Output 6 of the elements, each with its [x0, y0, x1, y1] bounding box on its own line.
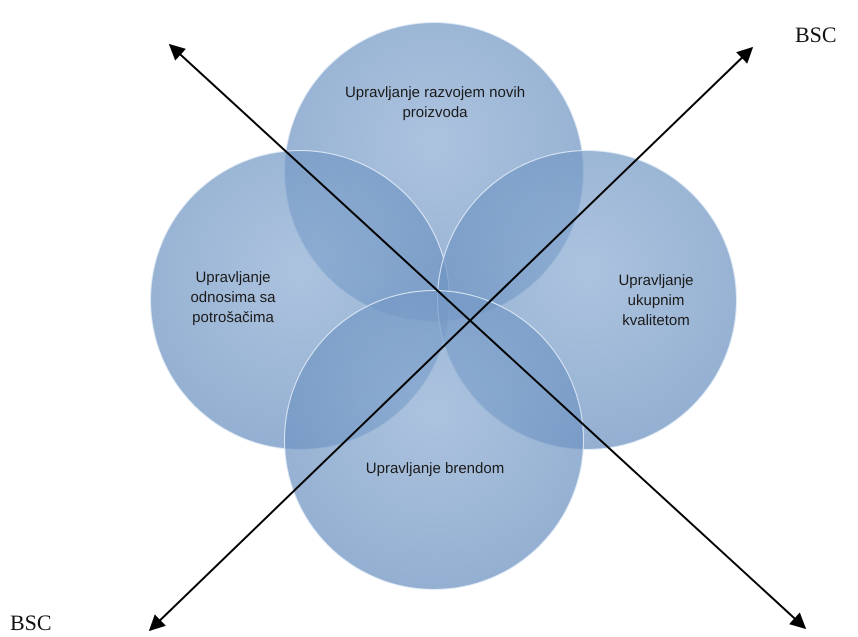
circle-label: Upravljanje ukupnim kvalitetom [617, 271, 695, 331]
circle-label: Upravljanje razvojem novih proizvoda [344, 83, 526, 123]
circle-label: Upravljanje brendom [364, 459, 506, 479]
axis-label: BSC [10, 610, 52, 636]
axis-label: BSC [795, 22, 837, 48]
circle-label: Upravljanje odnosima sa potrošačima [189, 268, 277, 328]
